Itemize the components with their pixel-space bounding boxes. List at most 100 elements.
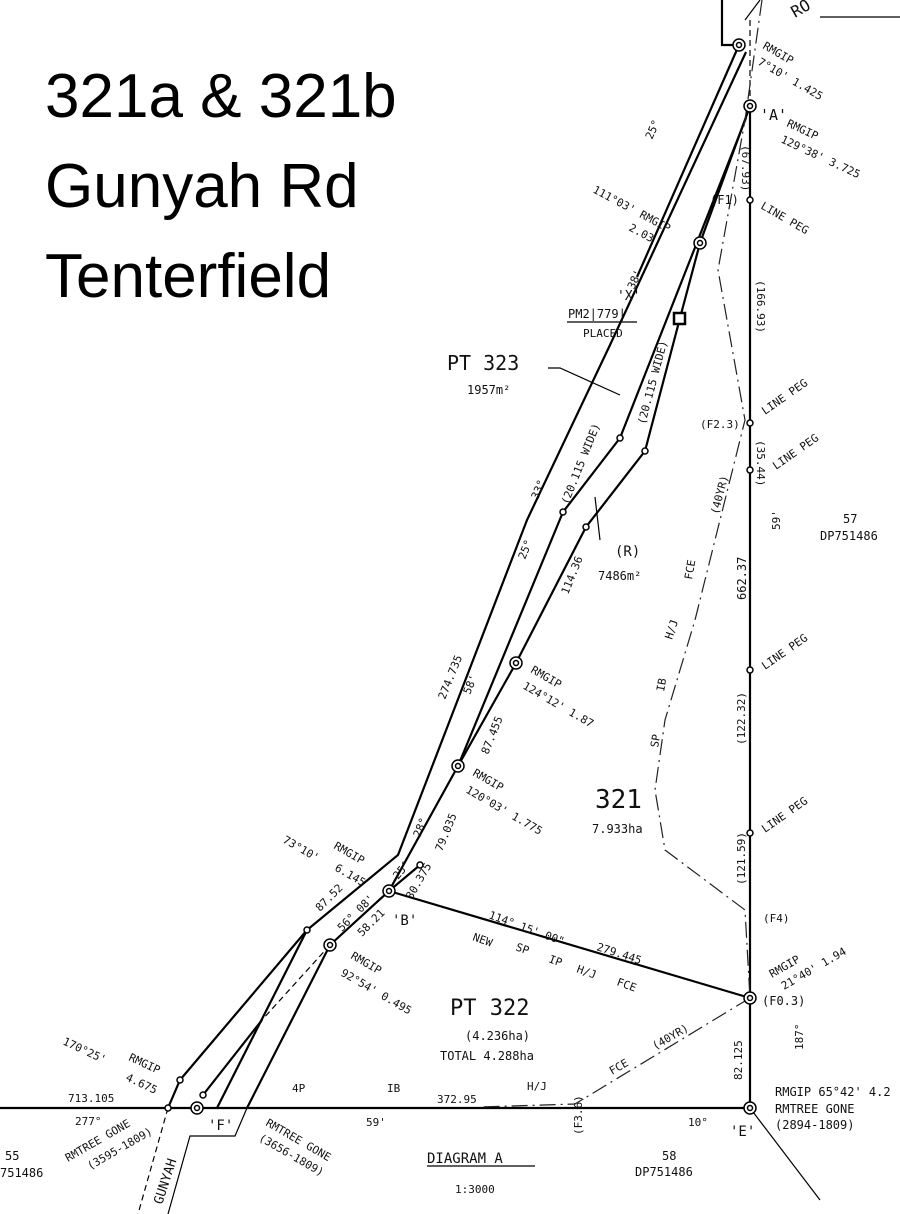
plan-label-d279445: 279.445: [595, 940, 643, 967]
plan-label-pt-a: 'A': [760, 106, 787, 124]
rmgip-mark-f03: [743, 991, 757, 1005]
plan-label-rmgip-e: RMGIP 65°42' 4.2: [775, 1085, 891, 1099]
plan-label-d12232: (122.32): [735, 692, 748, 745]
plan-label-ib-a: IB: [654, 677, 669, 693]
r-leader: [594, 496, 601, 541]
plan-label-ip-b: IP: [547, 953, 564, 970]
plan-label-p4: 4P: [292, 1082, 306, 1095]
plan-label-rmtree-e: RMTREE GONE: [775, 1102, 854, 1116]
plan-label-yr40-a: (40YR): [708, 474, 731, 516]
rmgip-mark-92: [323, 938, 337, 952]
peg-mark: [303, 926, 311, 934]
plan-label-d16693: (166.93): [754, 280, 767, 333]
plan-label-rmgip-a-val: 129°38' 3.725: [779, 133, 863, 181]
plan-label-f36: (F3.6): [572, 1095, 585, 1135]
title-line-lots: 321a & 321b: [45, 62, 397, 131]
plan-label-rmtree-e-ref: (2894-1809): [775, 1118, 854, 1132]
road-top-diag: [744, 0, 761, 21]
plan-label-fce-c: FCE: [607, 1056, 631, 1077]
plan-label-f03: (F0.3): [762, 994, 805, 1008]
peg-mark: [559, 508, 567, 516]
plan-label-pt-b: 'B': [392, 913, 417, 929]
plan-label-a7310: 73°10': [281, 833, 322, 864]
dashed-link-f: [261, 944, 331, 1021]
west-boundary-274735: [166, 51, 747, 1109]
plan-label-dp55: 751486: [0, 1166, 43, 1180]
plan-label-min59-e: 59': [770, 510, 783, 530]
plan-title: 321a & 321b Gunyah Rd Tenterfield: [45, 52, 397, 322]
road-notch: [167, 1107, 248, 1214]
peg-mark: [641, 447, 649, 455]
rmgip-mark-top: [732, 38, 746, 52]
peg-mark: [582, 523, 590, 531]
plan-label-d11436: 114.36: [559, 554, 586, 596]
plan-label-d713105: 713.105: [68, 1092, 114, 1105]
peg-mark: [199, 1091, 207, 1099]
plan-label-min38: 38': [625, 268, 645, 291]
plan-label-yr40-b: (40YR): [650, 1021, 691, 1052]
plan-label-dp58: DP751486: [635, 1165, 693, 1179]
plan-label-deg187: 187°: [793, 1024, 806, 1051]
plan-label-new: NEW: [471, 931, 494, 950]
plan-label-hj-b: H/J: [575, 963, 598, 982]
plan-label-d8752: 87.52: [313, 882, 346, 915]
plan-label-lot57: 57: [843, 512, 857, 526]
plan-label-min58: 58': [461, 673, 480, 696]
plan-label-pt322-total: TOTAL 4.288ha: [440, 1049, 534, 1063]
plan-label-fce-a: FCE: [682, 559, 698, 581]
peg-mark: [746, 466, 754, 474]
plan-label-d66237: 662.37: [735, 557, 749, 600]
plan-label-d37295: 372.95: [437, 1093, 477, 1106]
plan-label-d79035: 79.035: [433, 811, 460, 853]
line-to-f: [216, 929, 308, 1109]
plan-label-lot321-area: 7.933ha: [592, 822, 643, 836]
peg-mark: [746, 666, 754, 674]
plan-label-rmgip-120-val: 120°03' 1.775: [464, 783, 545, 837]
plan-label-linepeg1: LINE PEG: [759, 199, 811, 237]
plan-label-pt322-area: (4.236ha): [465, 1029, 530, 1043]
plan-label-d82125: 82.125: [732, 1040, 745, 1080]
rmgip-mark-120: [451, 759, 465, 773]
title-line-town: Tenterfield: [45, 242, 332, 311]
plan-label-a17025: 170°25': [61, 1035, 109, 1066]
plan-label-f23: (F2.3): [700, 418, 740, 431]
fence-east: [654, 0, 763, 999]
plan-label-deg25-top: 25°: [643, 118, 663, 141]
plan-label-dp57: DP751486: [820, 529, 878, 543]
plan-label-d6793: (67.93): [739, 145, 752, 191]
west-line-25: [635, 44, 741, 278]
plan-label-linepeg2: LINE PEG: [759, 376, 810, 417]
pt323-leader: [548, 367, 621, 396]
rmgip-mark-b: [382, 884, 396, 898]
plan-label-pt323: PT 323: [447, 351, 519, 375]
peg-mark: [164, 1104, 172, 1112]
peg-mark: [746, 829, 754, 837]
fence-lines: [479, 0, 763, 1108]
peg-mark: [176, 1076, 184, 1084]
plan-label-pt-x: 'X': [617, 289, 640, 304]
e-corner-diag: [749, 1107, 821, 1201]
plan-label-gunyah: GUNYAH: [152, 1157, 181, 1206]
top-corner-box: [720, 0, 739, 47]
plan-label-placed: PLACED: [583, 327, 623, 340]
plan-label-hj-c: H/J: [527, 1080, 547, 1093]
plan-label-ib-c: IB: [387, 1082, 401, 1095]
plan-label-linepeg5: LINE PEG: [759, 794, 810, 835]
plan-label-sp-b: SP: [514, 941, 531, 958]
rmgip-mark-e: [743, 1101, 757, 1115]
plan-label-f4: (F4): [763, 912, 790, 925]
line-to-f2: [202, 1019, 263, 1096]
plan-label-hj-a: H/J: [662, 618, 681, 641]
plan-label-pt-f: 'F': [208, 1118, 233, 1134]
survey-marks: [164, 38, 757, 1115]
plan-label-d3544: (35.44): [754, 440, 767, 486]
lot-r-boundary: [457, 105, 752, 767]
plan-label-lot321: 321: [595, 785, 642, 815]
rmgip-mark-124: [509, 656, 523, 670]
plan-label-r: (R): [615, 544, 640, 560]
plan-label-road-top: RO: [788, 0, 814, 21]
pm-mark: [672, 311, 687, 326]
